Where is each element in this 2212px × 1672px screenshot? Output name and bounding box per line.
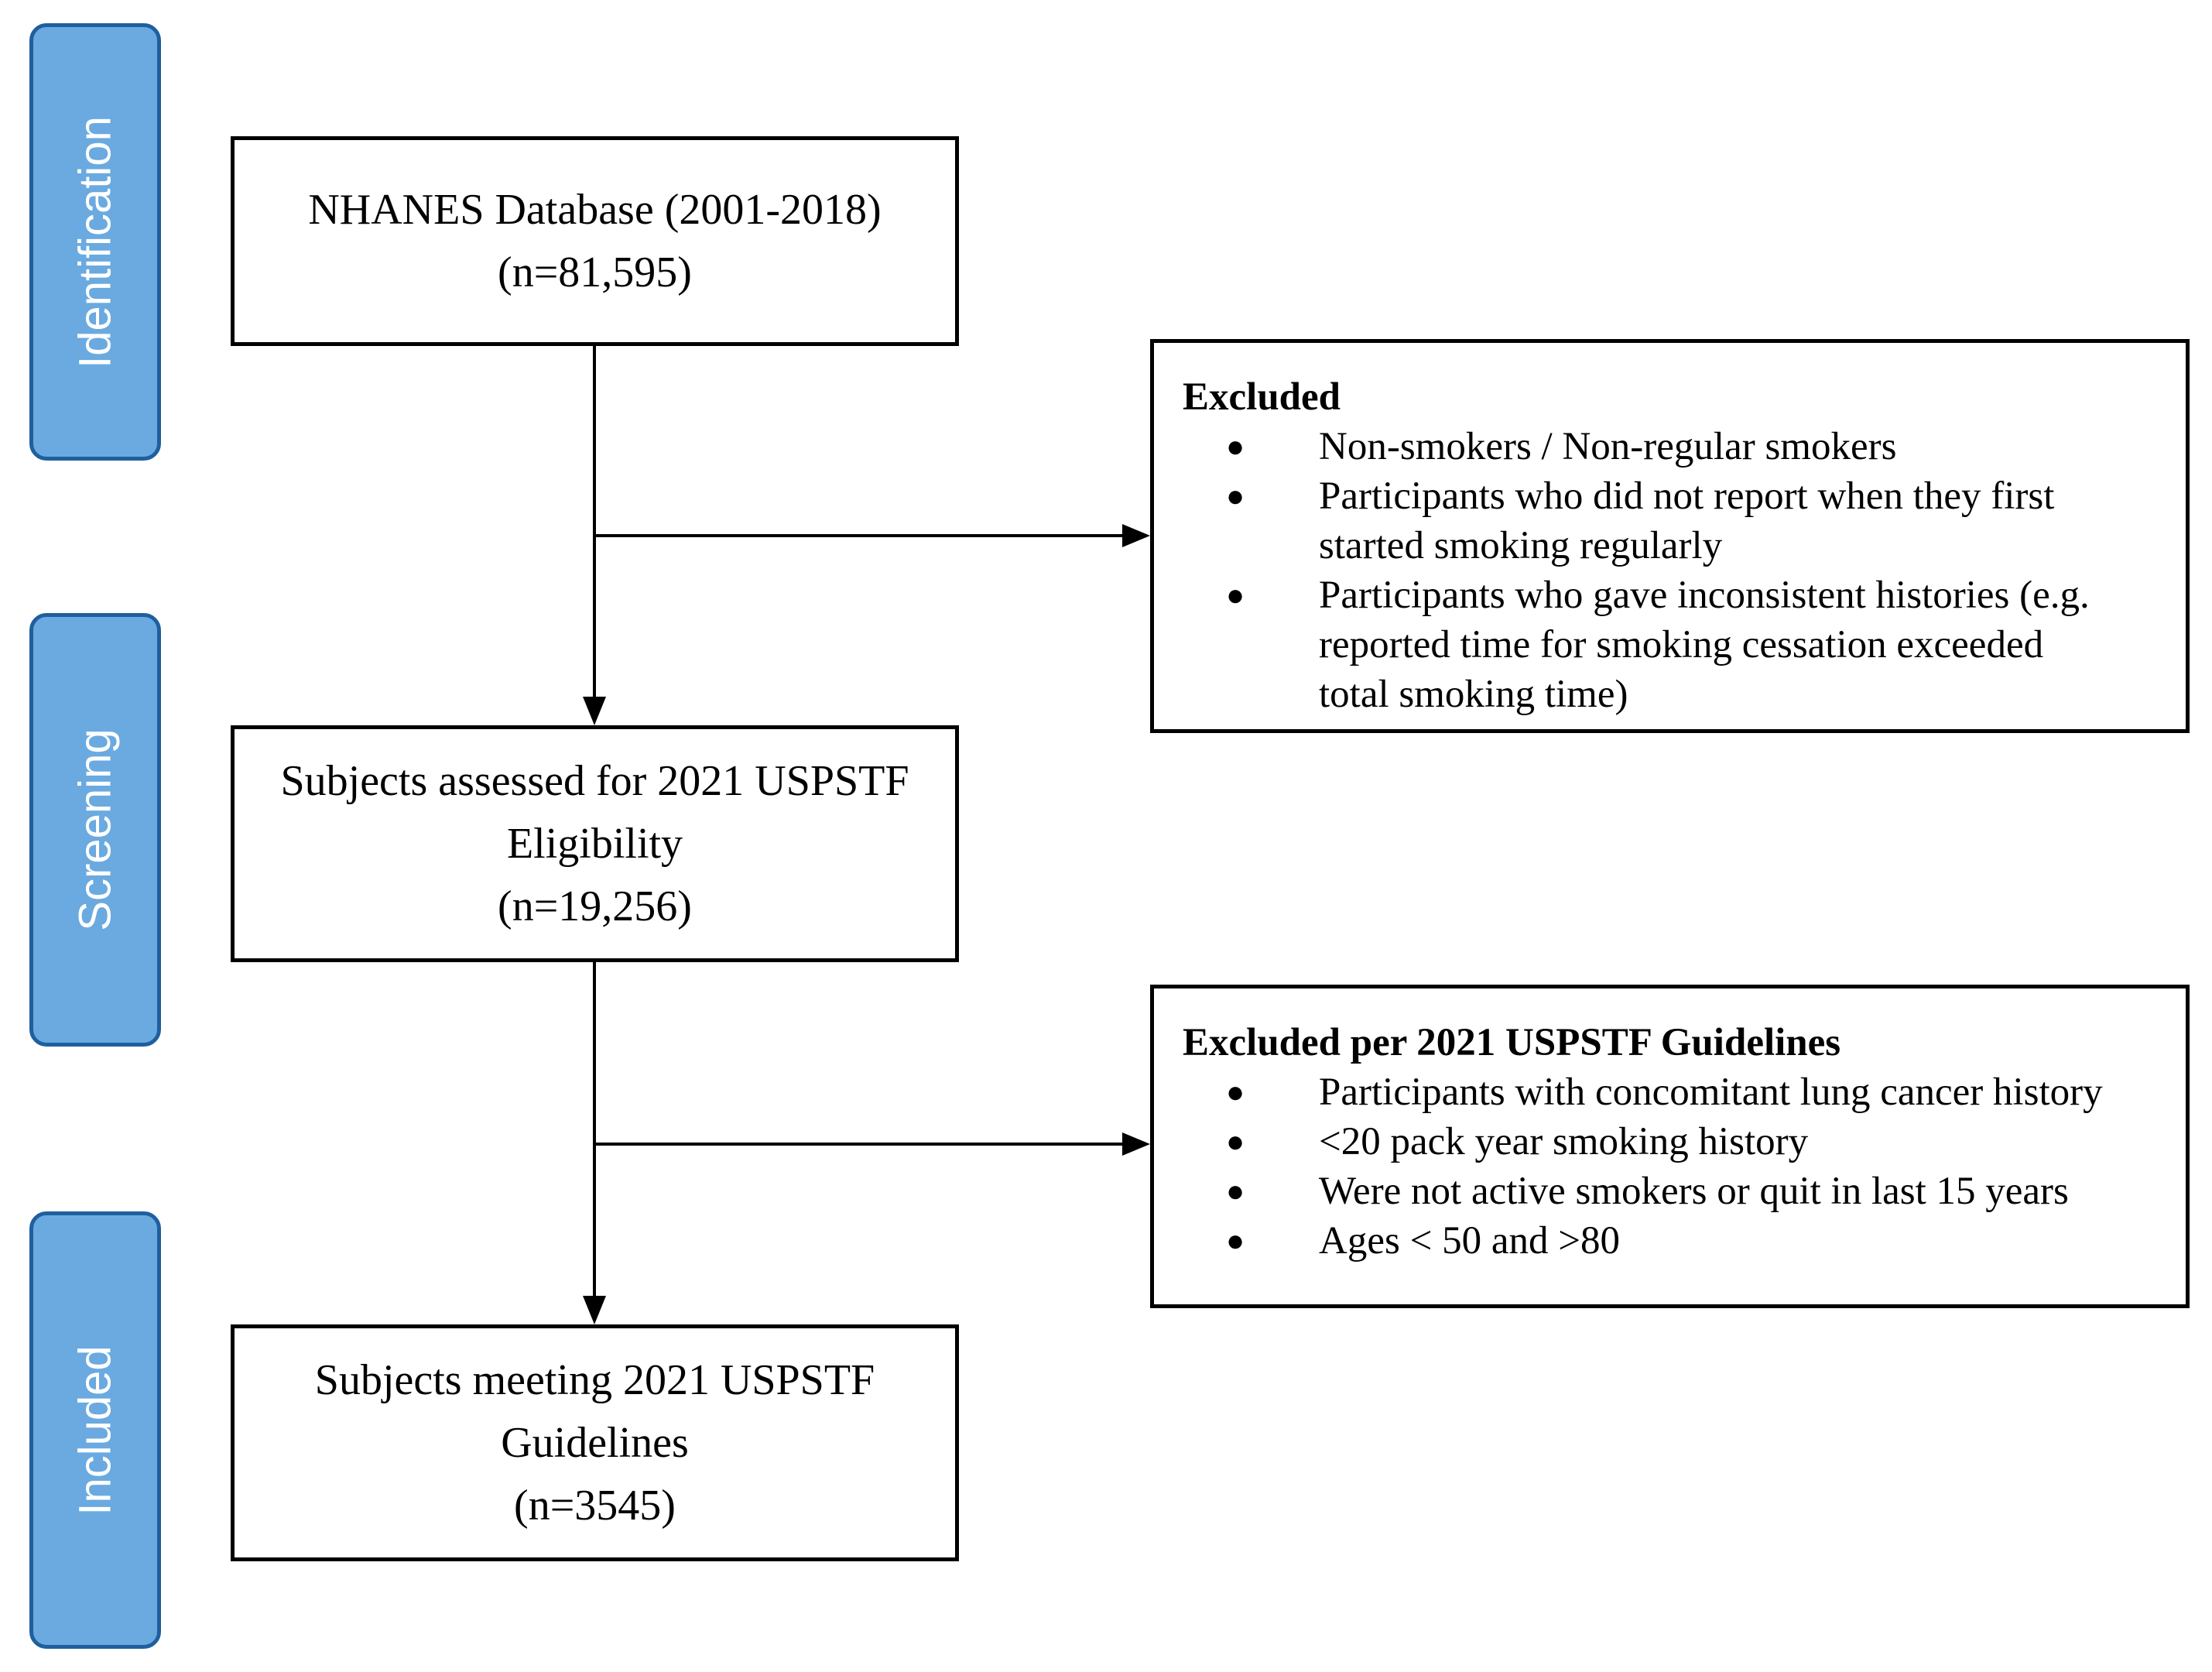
arrowhead-exclusion-first (1122, 524, 1150, 547)
exclusion-item: Non-smokers / Non-regular smokers (1183, 422, 2186, 471)
stage-identification: Identification (29, 23, 161, 461)
exclusion-item-line: Participants who gave inconsistent histo… (1319, 574, 2090, 617)
stage-screening: Screening (29, 613, 161, 1047)
arrowhead-assessed (583, 697, 606, 725)
exclusion-box-first: Excluded Non-smokers / Non-regular smoke… (1150, 339, 2190, 733)
stage-included: Included (29, 1211, 161, 1649)
stage-included-label: Included (70, 1345, 121, 1516)
exclusion-list: Non-smokers / Non-regular smokers Partic… (1183, 422, 2186, 719)
database-box: NHANES Database (2001-2018) (n=81,595) (231, 136, 959, 346)
assessed-line: Eligibility (506, 819, 683, 868)
exclusion-item-line: Ages < 50 and >80 (1319, 1219, 1620, 1263)
arrowhead-meeting (583, 1296, 606, 1324)
exclusion-item-line: Participants who did not report when the… (1319, 475, 2055, 518)
meeting-count: (n=3545) (514, 1481, 676, 1530)
database-line: NHANES Database (2001-2018) (308, 185, 882, 234)
exclusion-item: Ages < 50 and >80 (1183, 1216, 2186, 1266)
assessed-line: Subjects assessed for 2021 USPSTF (280, 756, 909, 805)
meeting-line: Guidelines (501, 1418, 689, 1467)
stage-screening-label: Screening (70, 728, 121, 931)
exclusion-title: Excluded (1183, 375, 1341, 419)
exclusion-item-line: Participants with concomitant lung cance… (1319, 1071, 2103, 1114)
exclusion-item-line: reported time for smoking cessation exce… (1319, 623, 2044, 666)
meeting-box: Subjects meeting 2021 USPSTF Guidelines … (231, 1324, 959, 1561)
exclusion-item: Participants with concomitant lung cance… (1183, 1067, 2186, 1117)
assessed-box: Subjects assessed for 2021 USPSTF Eligib… (231, 725, 959, 962)
exclusion-item: Participants who gave inconsistent histo… (1183, 570, 2186, 719)
exclusion-box-second: Excluded per 2021 USPSTF Guidelines Part… (1150, 985, 2190, 1308)
exclusion-item-line: Non-smokers / Non-regular smokers (1319, 425, 1897, 468)
exclusion-item-line: <20 pack year smoking history (1319, 1120, 1809, 1163)
exclusion-item: Participants who did not report when the… (1183, 471, 2186, 570)
exclusion-title: Excluded per 2021 USPSTF Guidelines (1183, 1021, 1841, 1064)
exclusion-item: <20 pack year smoking history (1183, 1117, 2186, 1167)
meeting-line: Subjects meeting 2021 USPSTF (314, 1355, 875, 1404)
exclusion-item-line: Were not active smokers or quit in last … (1319, 1170, 2069, 1213)
stage-identification-label: Identification (70, 115, 121, 368)
exclusion-list: Participants with concomitant lung cance… (1183, 1067, 2186, 1266)
database-count: (n=81,595) (498, 248, 692, 296)
exclusion-item: Were not active smokers or quit in last … (1183, 1167, 2186, 1216)
exclusion-item-line: total smoking time) (1319, 673, 1628, 716)
exclusion-item-line: started smoking regularly (1319, 524, 1723, 567)
arrowhead-exclusion-second (1122, 1132, 1150, 1156)
assessed-count: (n=19,256) (498, 882, 692, 930)
